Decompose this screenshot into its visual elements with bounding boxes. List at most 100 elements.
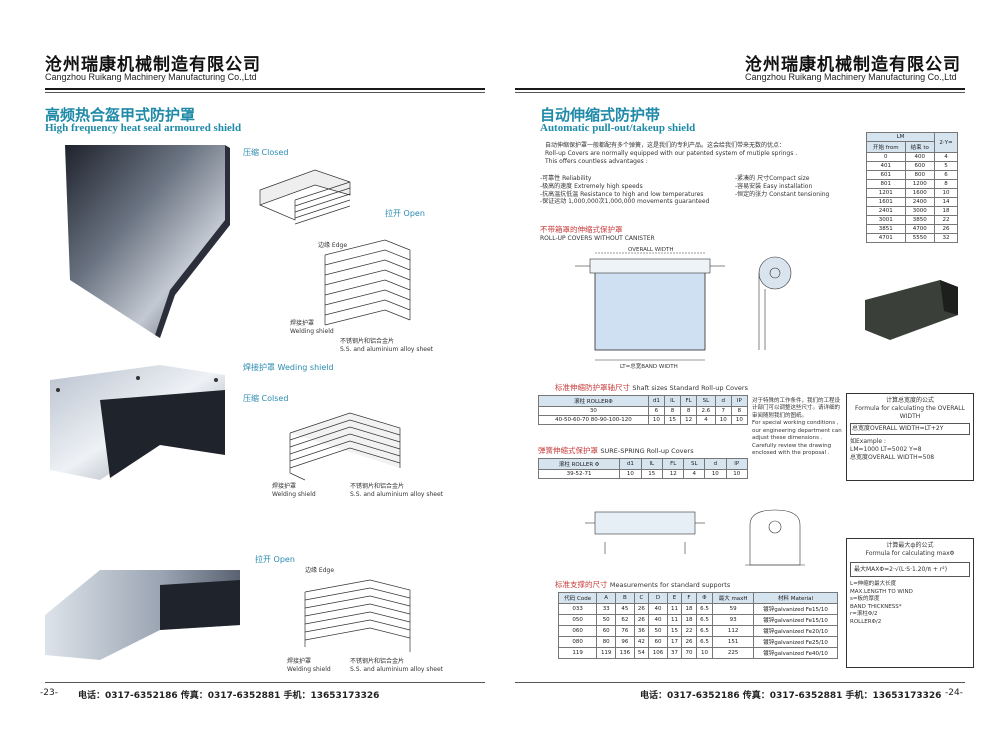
table-header-cell: 最大 maxH bbox=[712, 592, 755, 604]
drawing-overall-width: OVERALL WIDTH bbox=[628, 247, 674, 253]
open-diagram-2 bbox=[290, 572, 430, 667]
page-title-en: High frequency heat seal armoured shield bbox=[45, 122, 242, 134]
table-header-cell: C bbox=[633, 592, 650, 604]
welding-shield-cn-3: 焊接护罩 bbox=[287, 658, 312, 665]
formula2-title-cn: 计算最大ф的公式 bbox=[886, 542, 934, 549]
label-welding-shield-2: 焊接护罩 Welding shield bbox=[272, 483, 316, 499]
footer-rule-right bbox=[515, 682, 965, 683]
table-cell: 10 bbox=[704, 469, 727, 479]
advantage-item: -抗高温抗低温 Resistance to high and low tempe… bbox=[540, 190, 704, 198]
table-cell: 4 bbox=[933, 152, 959, 162]
table-cell: 136 bbox=[615, 647, 635, 659]
table-cell: 050 bbox=[557, 614, 598, 626]
table-cell: 26 bbox=[933, 224, 959, 234]
welding-shield-en-2: Welding shield bbox=[272, 490, 316, 498]
table-cell: 2400 bbox=[904, 197, 935, 207]
legend-item: L=伸缩的最大长度 bbox=[850, 581, 897, 588]
table-cell: 6 bbox=[933, 170, 959, 180]
legend-item: s=板的厚度 bbox=[850, 596, 880, 603]
table-cell: 225 bbox=[712, 647, 755, 659]
lm-header-to: 结束 to bbox=[904, 141, 935, 153]
contact-right: 电话：0317-6352186 传真：0317-6352881 手机：13653… bbox=[640, 691, 942, 701]
example-label: 如Example : bbox=[850, 438, 886, 446]
table-cell: 5 bbox=[933, 161, 959, 171]
special-note: 对于特殊的工作条件，我们的工程设计部门可以调整这些尺寸。请详细的审阅随附我们的图… bbox=[752, 398, 844, 457]
table-cell: 7 bbox=[714, 406, 732, 416]
legend-item: MAX.LENGTH TO WIND bbox=[850, 588, 913, 595]
table-cell: 3851 bbox=[866, 224, 906, 234]
table-cell: 96 bbox=[615, 636, 635, 648]
table-cell: 3850 bbox=[904, 215, 935, 225]
table-cell: 11 bbox=[666, 614, 683, 626]
advantage-item: -恒定的张力 Constant tensioning bbox=[735, 190, 830, 198]
page-number-left: -23- bbox=[40, 688, 58, 698]
advantage-item: -容易安装 Easy installation bbox=[735, 182, 813, 190]
no-canister-title: 不带箱罩的伸缩式保护罩 ROLL-UP COVERS WITHOUT CANIS… bbox=[540, 224, 655, 242]
ss-sheet-cn-3: 不锈钢片和铝合金片 bbox=[350, 658, 405, 665]
table-cell: 1601 bbox=[866, 197, 906, 207]
roller-side-drawing bbox=[745, 245, 805, 355]
table-cell: 镀锌galvanized Fe20/10 bbox=[753, 625, 838, 637]
table-cell: 6.5 bbox=[695, 603, 714, 615]
drawing-lt: LT=总宽BAND WIDTH bbox=[620, 364, 678, 370]
table-cell: 59 bbox=[712, 603, 755, 615]
section-title-en: Automatic pull-out/takeup shield bbox=[540, 122, 696, 134]
armoured-shield-photo-1 bbox=[60, 140, 230, 340]
table-cell: 8 bbox=[730, 406, 749, 416]
label-ss-2: 不锈钢片和铝合金片 S.S. and aluminium alloy sheet bbox=[350, 483, 443, 499]
ss-sheet-en: S.S. and aluminium alloy sheet bbox=[340, 345, 434, 353]
welding-shield-en: Welding shield bbox=[290, 327, 334, 335]
lm-header-y: 2·Y= bbox=[933, 132, 959, 153]
table-cell: 112 bbox=[712, 625, 755, 637]
ss-sheet-cn-2: 不锈钢片和铝合金片 bbox=[350, 483, 405, 490]
special-note-en: For special working conditions , our eng… bbox=[752, 420, 842, 456]
header-rule-right bbox=[515, 88, 965, 90]
table-header-cell: d1 bbox=[619, 458, 642, 470]
advantage-item: -紧凑的 尺寸Compact size bbox=[735, 175, 810, 182]
supports-title-cn: 标准支撑的尺寸 bbox=[555, 580, 608, 589]
intro-en-2: This offers countless advantages : bbox=[545, 157, 648, 165]
table-cell: 39-52-71 bbox=[537, 469, 621, 479]
lm-header: LM bbox=[866, 132, 935, 142]
table-cell: 1200 bbox=[904, 179, 935, 189]
label-closed-1: 压缩 Closed bbox=[243, 148, 289, 157]
lm-header-from: 开始 from bbox=[866, 141, 906, 153]
table-cell: 10 bbox=[933, 188, 959, 198]
table-cell: 15 bbox=[663, 415, 682, 425]
table-cell: 54 bbox=[633, 647, 650, 659]
table-header-cell: 滚柱 ROLLER Φ bbox=[537, 458, 621, 470]
table-cell: 11 bbox=[666, 603, 683, 615]
formula1-title-en: Formula for calculating the OVERALL WIDT… bbox=[855, 404, 965, 420]
table-cell: 30 bbox=[538, 406, 649, 416]
table-cell: 40-50-60-70 80-90-100-120 bbox=[538, 415, 649, 425]
table-header-cell: SL bbox=[683, 458, 706, 470]
table-cell: 119 bbox=[557, 647, 598, 659]
support-bracket-drawing bbox=[740, 505, 810, 575]
formula2: 最大MAXΦ=2·√(L·S·1.20/π + r²) bbox=[850, 561, 970, 578]
section-title-cn: 自动伸缩式防护带 bbox=[540, 106, 661, 124]
advantages-list-2: -紧凑的 尺寸Compact size -容易安装 Easy installat… bbox=[735, 175, 829, 198]
table-cell: 601 bbox=[866, 170, 906, 180]
ss-sheet-en-2: S.S. and aluminium alloy sheet bbox=[350, 490, 444, 498]
intro-en-1: Roll-up Covers are normally equipped wit… bbox=[545, 149, 798, 157]
table-cell: 14 bbox=[933, 197, 959, 207]
table-header-cell: d bbox=[704, 458, 727, 470]
table-cell: 8 bbox=[663, 406, 682, 416]
table-cell: 060 bbox=[557, 625, 598, 637]
table-cell: 6.5 bbox=[695, 625, 714, 637]
table-cell: 0 bbox=[866, 152, 906, 162]
table-cell: 17 bbox=[666, 636, 683, 648]
table-cell: 50 bbox=[596, 614, 617, 626]
shaft-title-en: Shaft sizes Standard Roll-up Covers bbox=[632, 384, 748, 392]
table-cell: 800 bbox=[904, 170, 935, 180]
welding-shield-en-3: Welding shield bbox=[287, 665, 331, 673]
